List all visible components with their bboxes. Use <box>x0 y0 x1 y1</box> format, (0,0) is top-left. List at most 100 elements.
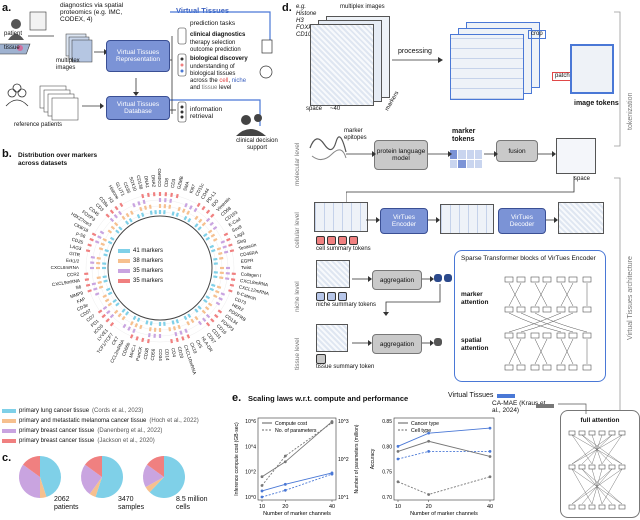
bio-cell: cell <box>219 78 229 84</box>
marker-presence-bar <box>223 232 229 237</box>
plot-frame <box>393 417 495 501</box>
panel-a-diagram <box>0 11 273 136</box>
marker-label: CD3 <box>95 202 105 212</box>
marker-presence-bar <box>184 202 188 208</box>
marker-presence-bar <box>102 294 108 299</box>
marker-presence-bar <box>197 305 202 310</box>
marker-presence-bar <box>128 217 133 223</box>
marker-presence-bar <box>175 337 179 343</box>
marker-presence-bar <box>147 192 150 198</box>
marker-presence-bar <box>141 212 145 217</box>
radial-inner-circle <box>107 215 213 321</box>
marker-presence-bar <box>117 312 122 318</box>
dataset-legend: primary lung cancer tissue(Cords et al.,… <box>2 406 232 446</box>
output-token-columns <box>177 27 187 123</box>
panel-b-label: b. <box>2 148 12 160</box>
marker-presence-bar <box>209 287 215 292</box>
marker-presence-bar <box>181 208 186 213</box>
cellular-level-label: cellular level <box>294 212 301 248</box>
marker-presence-bar <box>101 313 106 319</box>
series-point <box>283 454 287 458</box>
marker-presence-bar <box>175 212 179 217</box>
marker-label: CD7 <box>85 313 96 323</box>
pie-3-unit: cells <box>176 504 191 511</box>
legend-swatch-35b <box>118 279 130 283</box>
marker-presence-bar <box>205 236 211 241</box>
dataset-cite: (Hoch et al., 2022) <box>149 418 199 424</box>
multiplex-image-stack-icon <box>65 33 93 63</box>
radial-legend-item: 35 markers <box>118 266 163 276</box>
marker-label: PD-L1 <box>205 190 217 204</box>
marker-token <box>450 150 458 159</box>
x-tick-label: 20 <box>282 504 288 510</box>
vt-legend-swatch <box>497 393 516 398</box>
y-axis-label: Inference compute cost (GB·sec) <box>234 422 240 496</box>
bio-sub-4: level <box>219 85 232 91</box>
marker-presence-bar <box>214 313 219 319</box>
marker-presence-bar <box>220 240 226 244</box>
prediction-tasks-label: prediction tasks <box>190 20 236 27</box>
marker-presence-bar <box>121 308 126 313</box>
series-point <box>283 460 287 464</box>
series-point <box>396 450 400 453</box>
marker-presence-bar <box>169 198 173 203</box>
marker-label: CD68 <box>220 205 233 217</box>
marker-presence-bar <box>219 256 224 260</box>
multiplex-images-title: multiplex images <box>340 4 385 10</box>
marker-presence-bar <box>139 206 143 212</box>
tissue-level-label: tissue level <box>294 337 301 370</box>
marker-presence-bar <box>168 204 172 209</box>
marker-presence-bar <box>172 326 177 331</box>
marker-label: CD57 <box>79 308 92 319</box>
series-line <box>397 450 490 460</box>
marker-label: CD45 <box>88 206 101 218</box>
marker-presence-bar <box>98 247 104 251</box>
marker-presence-bar <box>222 245 227 249</box>
marker-presence-bar <box>216 285 222 289</box>
processing-label: processing <box>398 48 432 55</box>
dataset-swatch <box>2 419 16 423</box>
marker-presence-bar <box>201 205 206 211</box>
marker-presence-bar <box>122 323 127 329</box>
marker-presence-bar <box>87 289 92 293</box>
ca-mae-legend-label: CA-MAE (Kraus et al., 2024) <box>492 400 546 414</box>
marker-presence-bar <box>171 320 175 325</box>
marker-presence-bar <box>194 215 199 221</box>
marker-presence-bar <box>228 243 233 247</box>
pie-slice <box>85 456 102 477</box>
marker-presence-bar <box>209 221 214 226</box>
virtues-encoder-box: VirTues Encoder <box>380 208 428 234</box>
space-label-1: space <box>306 106 323 112</box>
marker-token <box>474 150 482 159</box>
marker-presence-bar <box>184 328 188 334</box>
marker-presence-bar <box>211 283 216 287</box>
marker-presence-bar <box>219 276 224 280</box>
marker-presence-bar <box>177 324 181 330</box>
marker-label: MHC-I <box>128 344 137 358</box>
biological-discovery-sub: understanding of biological tissues acro… <box>190 64 250 92</box>
marker-presence-bar <box>218 296 223 301</box>
marker-presence-bar <box>97 235 102 240</box>
marker-label: GLUT1 <box>115 181 126 197</box>
marker-presence-bar <box>205 217 211 223</box>
marker-presence-bar <box>197 226 202 231</box>
marker-presence-bar <box>104 249 109 253</box>
marker-presence-bar <box>97 309 103 314</box>
panel-d-label: d. <box>282 2 292 14</box>
marker-presence-bar <box>187 217 192 223</box>
marker-label: GITR <box>69 251 81 258</box>
clinical-decision-support-icon <box>236 114 266 136</box>
marker-presence-bar <box>186 320 191 326</box>
marker-label: CD3 <box>170 178 176 188</box>
marker-label: EGFR <box>241 258 255 264</box>
marker-presence-bar <box>196 202 201 208</box>
molecular-level-label: molecular level <box>294 142 301 186</box>
panel-e-label: e. <box>232 392 242 404</box>
marker-label: CK7 <box>111 335 120 346</box>
marker-presence-bar <box>132 328 136 334</box>
series-point <box>488 450 492 453</box>
marker-attention-label: marker attention <box>461 291 489 306</box>
marker-label: Tenascin <box>238 242 257 251</box>
virtues-decoder-box: VirTues Decoder <box>498 208 546 234</box>
